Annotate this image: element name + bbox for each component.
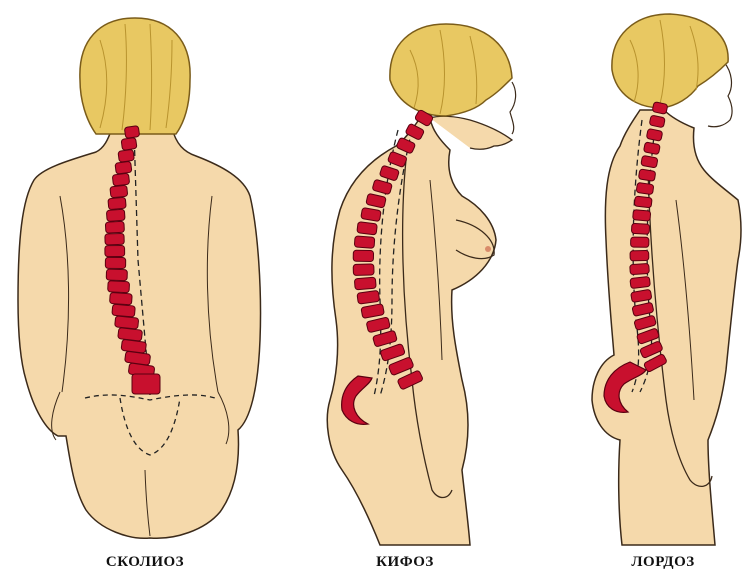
vertebra <box>105 221 124 233</box>
vertebra <box>353 264 374 276</box>
vertebra <box>124 126 139 139</box>
vertebra <box>631 237 649 247</box>
vertebra <box>118 149 134 162</box>
kyphosis-hair <box>390 24 512 116</box>
vertebra <box>115 316 139 329</box>
scoliosis-hair <box>80 18 190 134</box>
vertebra <box>630 276 651 288</box>
scoliosis-figure <box>18 18 261 538</box>
vertebra <box>108 197 126 209</box>
vertebra <box>105 257 125 268</box>
vertebra <box>110 185 128 198</box>
vertebra <box>631 223 649 234</box>
vertebra <box>115 161 132 174</box>
vertebra <box>106 269 127 281</box>
vertebra <box>110 292 133 305</box>
vertebra <box>357 222 378 235</box>
vertebra <box>106 209 125 221</box>
vertebra <box>636 182 654 194</box>
vertebra <box>105 245 125 256</box>
scoliosis-caption: СКОЛИОЗ <box>106 554 184 571</box>
vertebra <box>633 210 651 221</box>
vertebra <box>357 290 380 304</box>
vertebra <box>354 236 374 248</box>
vertebra <box>354 277 376 290</box>
kyphosis-body <box>327 118 496 545</box>
vertebra <box>121 339 146 353</box>
vertebra <box>641 155 658 168</box>
vertebra <box>630 263 650 274</box>
vertebra <box>108 281 130 293</box>
vertebra <box>638 169 656 181</box>
vertebra <box>118 328 143 342</box>
lordosis-caption: ЛОРДОЗ <box>631 554 694 571</box>
vertebra <box>353 250 373 261</box>
lordosis-hair <box>612 14 728 108</box>
lordosis-body <box>592 110 741 545</box>
vertebra <box>112 173 129 186</box>
sacrum <box>132 374 160 394</box>
kyphosis-caption: КИФОЗ <box>376 554 434 571</box>
kyphosis-figure <box>327 24 515 545</box>
lordosis-figure <box>592 14 741 545</box>
vertebra <box>105 233 124 245</box>
vertebra <box>630 250 649 260</box>
vertebra <box>634 196 652 208</box>
vertebra <box>112 304 135 317</box>
vertebra <box>121 137 137 150</box>
